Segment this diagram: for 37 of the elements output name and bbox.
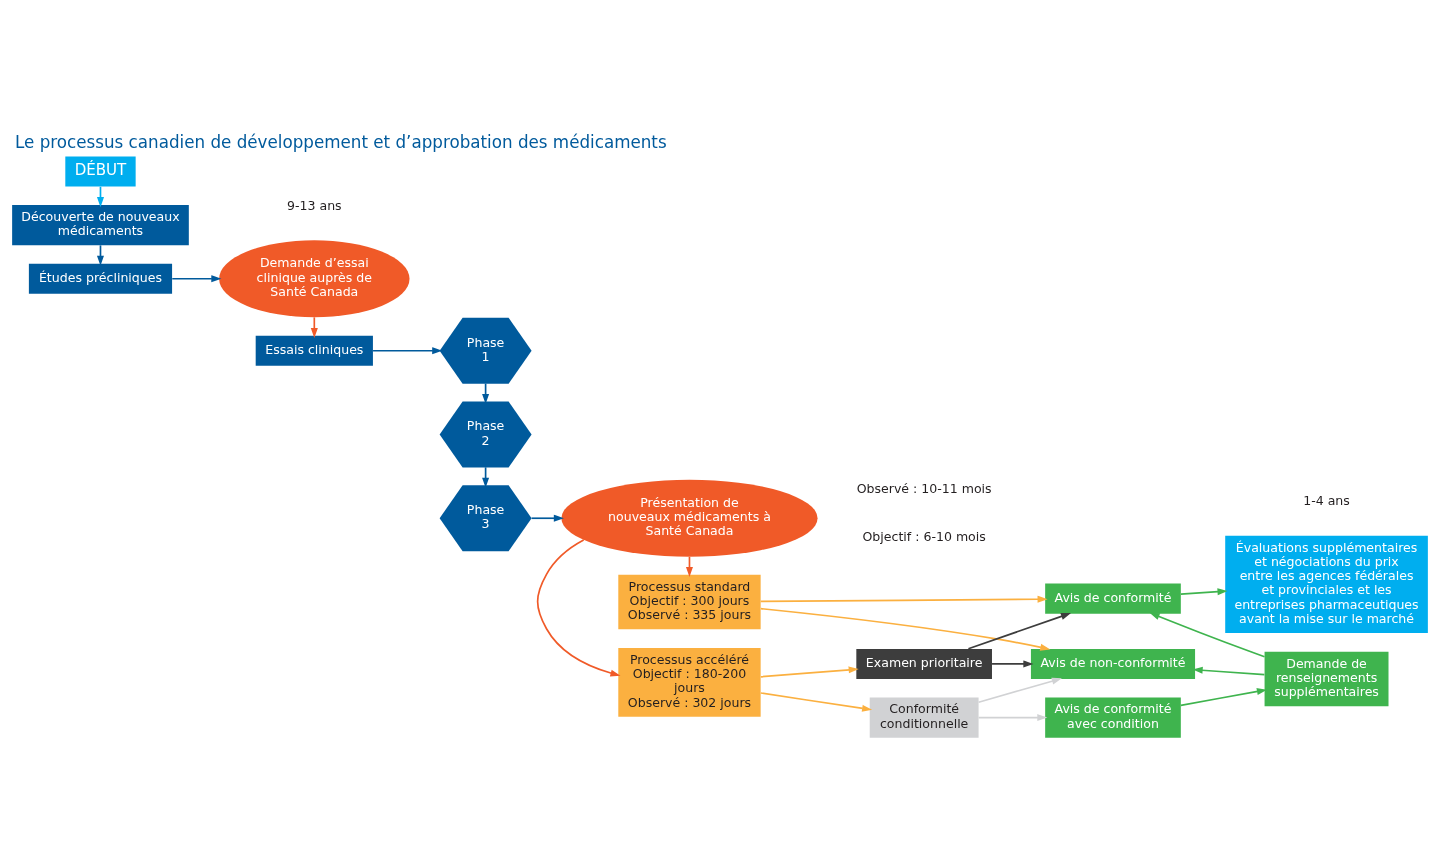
- node-box: Processus standard Objectif : 300 jours Observé : 335 jours: [618, 574, 761, 629]
- label: Objectif : 6-10 mois: [862, 528, 986, 544]
- node-box: Découverte de nouveaux médicaments: [12, 204, 189, 245]
- node-box: Processus accéléré Objectif : 180-200 jours Observé : 302 jours: [618, 647, 761, 717]
- arrow: [536, 538, 621, 677]
- arrow: [310, 316, 318, 338]
- arrow: [760, 665, 859, 678]
- arrow: [1180, 687, 1267, 706]
- node-box: Examen prioritaire: [856, 648, 992, 679]
- node-box: Demande de renseignements supplémentaires: [1264, 651, 1389, 706]
- arrow: [760, 607, 1051, 651]
- arrow: [967, 612, 1072, 650]
- arrow: [977, 677, 1062, 703]
- label: 9-13 ans: [286, 197, 342, 213]
- label: Observé : 10-11 mois: [856, 480, 992, 496]
- arrow: [759, 595, 1048, 603]
- arrow: [991, 659, 1034, 667]
- arrow: [760, 691, 873, 712]
- node-ellipse: Présentation de nouveaux médicaments à Santé Canada: [561, 479, 818, 557]
- node-box: Avis de conformité: [1045, 583, 1181, 614]
- arrow: [1192, 666, 1266, 675]
- label: 1-4 ans: [1303, 492, 1350, 508]
- node-box: Avis de conformité avec condition: [1045, 696, 1181, 738]
- node-box: Avis de non-conformité: [1030, 648, 1196, 679]
- arrow: [1149, 612, 1266, 658]
- arrow: [1180, 587, 1228, 595]
- node-box: Évaluations supplémentaires et négociations du prix entre les agences fédérales et provinciales et les entreprises pharmaceutiques avant la mise sur le marché: [1225, 535, 1428, 633]
- node-box: Études précliniques: [28, 263, 173, 294]
- node-box: Conformité conditionnelle: [869, 696, 979, 738]
- arrow: [171, 274, 222, 282]
- node-box: Essais cliniques: [255, 335, 373, 366]
- arrow: [372, 346, 443, 354]
- arrow: [977, 713, 1048, 721]
- node-box: DÉBUT: [65, 155, 136, 187]
- diagram-title: Le processus canadien de développement et d’approbation des médicaments: [15, 131, 667, 152]
- arrow: [530, 514, 564, 522]
- node-ellipse: Demande d’essai clinique auprès de Santé Canada: [219, 239, 410, 317]
